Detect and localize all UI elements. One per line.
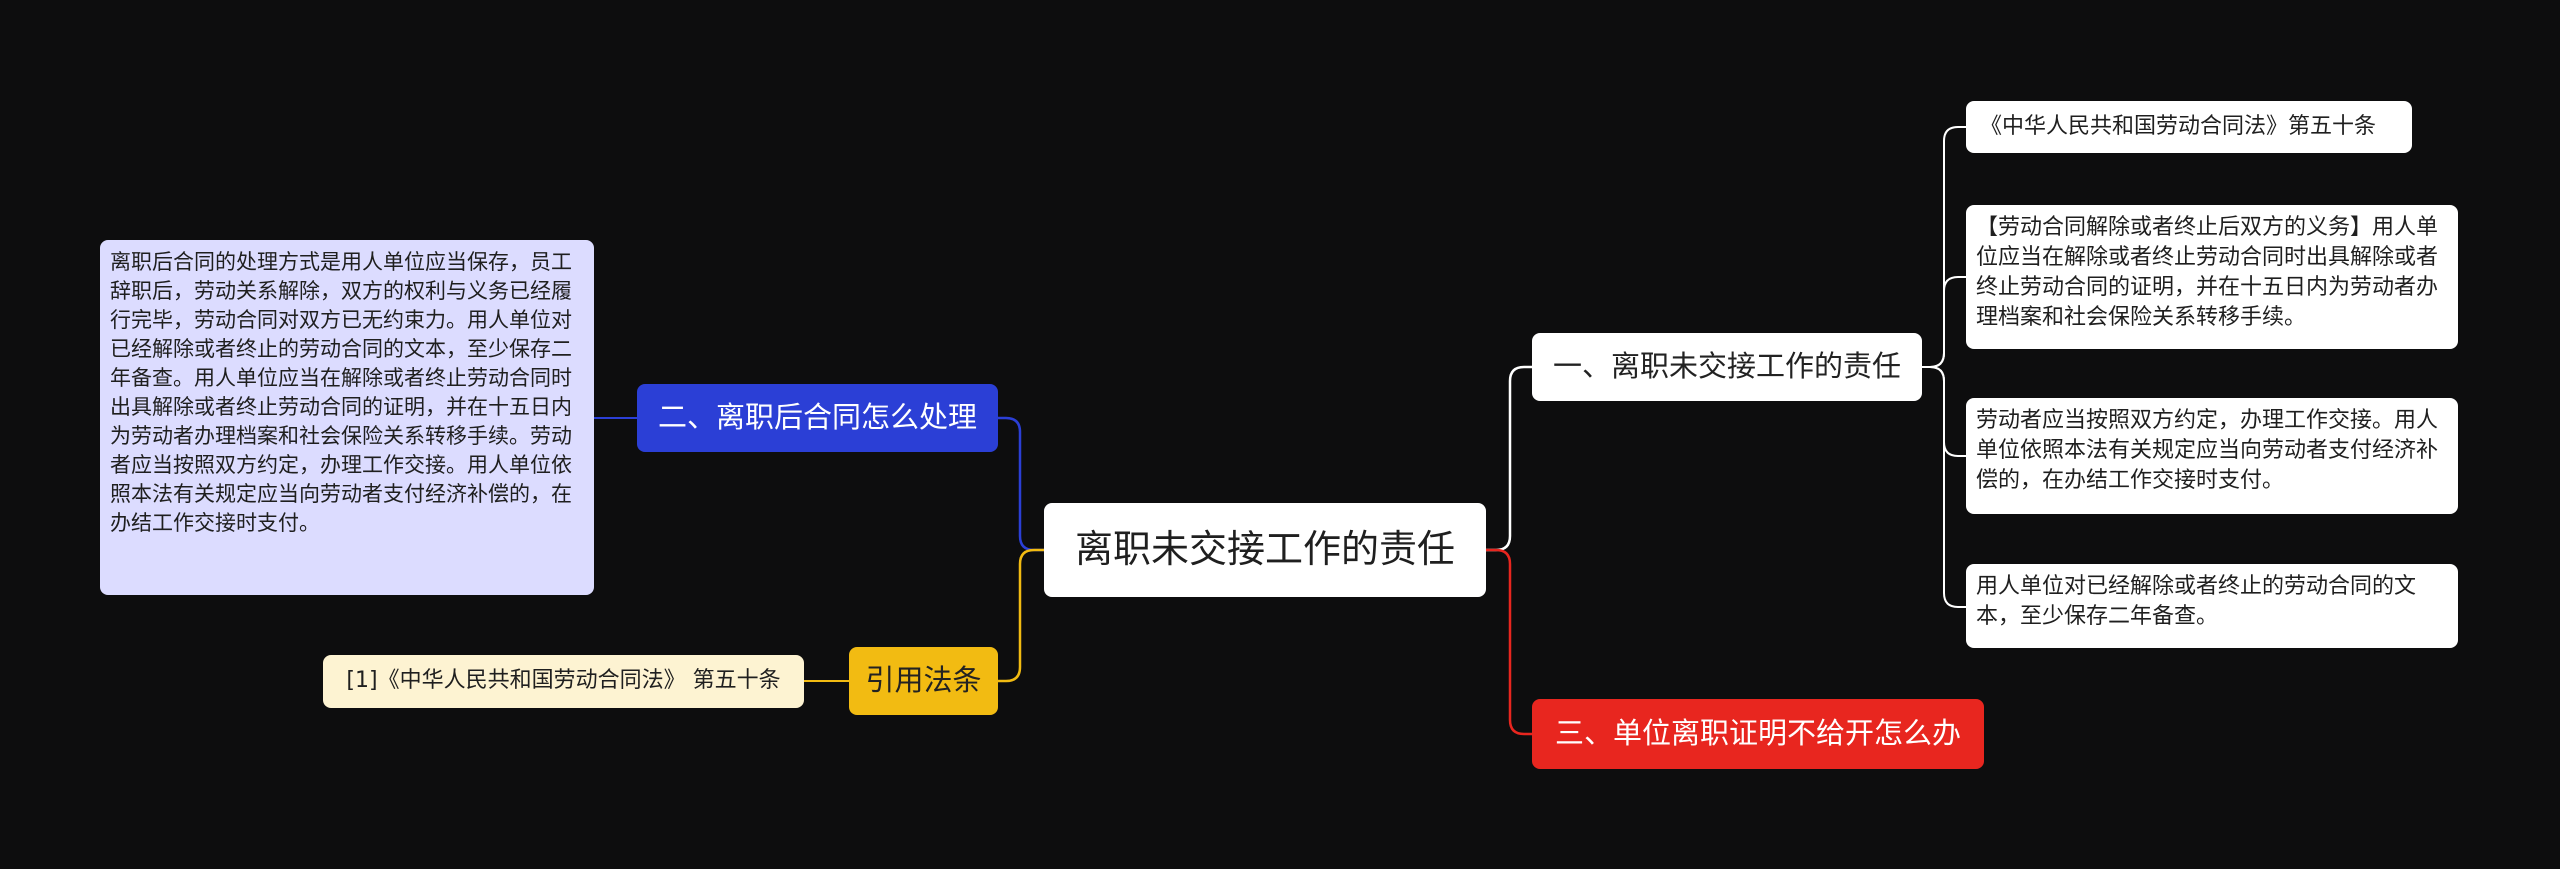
responsibility-leaf-4-text: 用人单位对已经解除或者终止的劳动合同的文本，至少保存二年备查。 (1976, 574, 2417, 629)
link-responsibility-leaf-2 (1922, 276, 1966, 368)
branch-citation[interactable]: 引用法条 (849, 647, 998, 715)
citation-leaf[interactable]: [1]《中华人民共和国劳动合同法》 第五十条 (323, 655, 804, 708)
responsibility-leaf-4[interactable]: 用人单位对已经解除或者终止的劳动合同的文本，至少保存二年备查。 (1966, 564, 2458, 648)
responsibility-leaf-3[interactable]: 劳动者应当按照双方约定，办理工作交接。用人单位依照本法有关规定应当向劳动者支付经… (1966, 398, 2458, 514)
branch-contract[interactable]: 二、离职后合同怎么处理 (637, 384, 998, 452)
responsibility-leaf-2-text: 【劳动合同解除或者终止后双方的义务】用人单位应当在解除或者终止劳动合同时出具解除… (1976, 215, 2439, 330)
link-responsibility-leaf-4 (1922, 366, 1966, 608)
branch-certificate[interactable]: 三、单位离职证明不给开怎么办 (1532, 699, 1984, 769)
branch-responsibility[interactable]: 一、离职未交接工作的责任 (1532, 333, 1922, 401)
citation-leaf-text: [1]《中华人民共和国劳动合同法》 第五十条 (346, 668, 781, 694)
root-node[interactable]: 离职未交接工作的责任 (1044, 503, 1486, 597)
link-root-to-contract (998, 416, 1044, 552)
contract-leaf-text: 离职后合同的处理方式是用人单位应当保存，员工辞职后，劳动关系解除，双方的权利与义… (110, 250, 572, 535)
link-root-to-certificate (1486, 548, 1532, 736)
branch-contract-label: 二、离职后合同怎么处理 (657, 400, 977, 435)
link-root-to-responsibility (1486, 365, 1532, 552)
branch-responsibility-label: 一、离职未交接工作的责任 (1552, 349, 1901, 384)
contract-leaf[interactable]: 离职后合同的处理方式是用人单位应当保存，员工辞职后，劳动关系解除，双方的权利与义… (100, 240, 594, 595)
link-root-to-citation (998, 548, 1044, 683)
responsibility-leaf-1-text: 《中华人民共和国劳动合同法》第五十条 (1980, 114, 2377, 140)
root-label: 离职未交接工作的责任 (1074, 527, 1455, 572)
branch-citation-label: 引用法条 (865, 663, 982, 698)
responsibility-leaf-3-text: 劳动者应当按照双方约定，办理工作交接。用人单位依照本法有关规定应当向劳动者支付经… (1976, 408, 2439, 493)
responsibility-leaf-1[interactable]: 《中华人民共和国劳动合同法》第五十条 (1966, 101, 2412, 153)
branch-certificate-label: 三、单位离职证明不给开怎么办 (1554, 716, 1961, 751)
responsibility-leaf-2[interactable]: 【劳动合同解除或者终止后双方的义务】用人单位应当在解除或者终止劳动合同时出具解除… (1966, 205, 2458, 349)
